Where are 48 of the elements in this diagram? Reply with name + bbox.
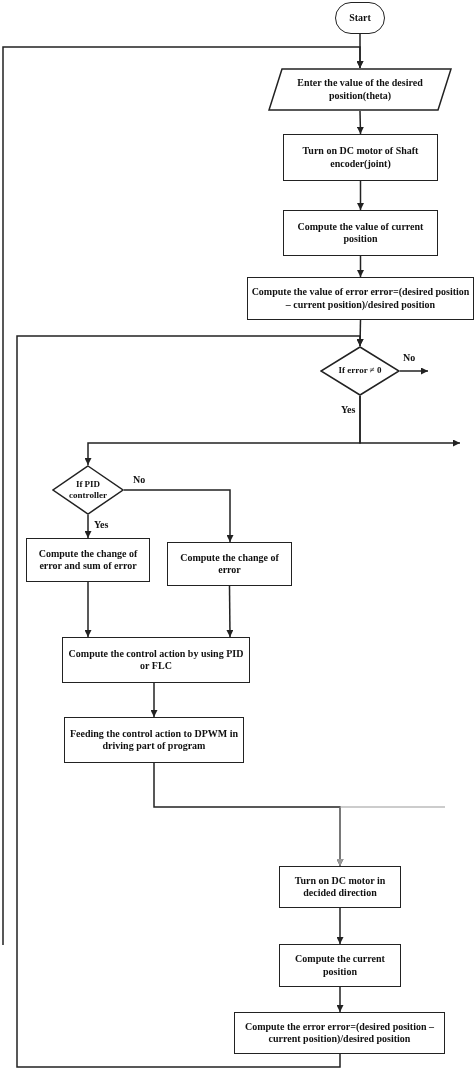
node-text: Turn on DC motor in decided direction [293,874,387,900]
arrow [399,367,429,375]
process-box [64,717,244,763]
process-box [279,944,401,987]
arrow [336,907,344,945]
edge-label: Yes [93,519,110,530]
arrow [357,180,364,211]
node-text: Turn on DC motor of Shaft encoder(joint) [301,145,420,170]
decision-diamond [320,346,400,396]
node-text: If PID controller [68,478,108,502]
arrow [123,489,234,543]
node-text: Compute the error error=(desired position – current position)/desired position [243,1020,436,1046]
arrow [336,806,446,867]
arrow [357,255,364,278]
arrow [16,335,364,1068]
arrow [84,514,92,539]
process-box [247,277,474,320]
edge-label: Yes [340,404,357,415]
input-parallelogram [268,68,452,111]
process-box [283,210,438,256]
node-text: Compute the control action by using PID or FLC [67,647,245,673]
node-text: Compute the change of error [179,551,280,577]
node-text: If error ≠ 0 [338,365,382,377]
process-box [279,866,401,908]
node-text: Feeding the control action to DPWM in driving part of program [68,727,240,753]
decision-diamond [52,465,124,515]
arrow [356,110,364,135]
process-box [62,637,250,683]
arrow [359,395,461,447]
arrow [84,581,92,638]
node-text: Compute the value of error error=(desired position – current position)/desired position [251,286,470,311]
arrow [150,682,158,718]
process-box [26,538,150,582]
edge-label: No [132,474,147,485]
arrow [2,46,364,946]
node-text: Compute the current position [294,953,386,978]
process-box [283,134,438,181]
start-terminal [335,2,385,34]
arrow [153,762,344,867]
node-text: Enter the value of the desired position(theta) [296,77,424,102]
arrow [336,986,344,1013]
node-text: Start [349,11,371,25]
arrow [226,585,234,638]
process-box [167,542,292,586]
process-box [234,1012,445,1054]
node-text: Compute the change of error and sum of error [37,547,139,573]
edge-label: No [402,352,417,363]
node-text: Compute the value of current position [296,220,425,246]
